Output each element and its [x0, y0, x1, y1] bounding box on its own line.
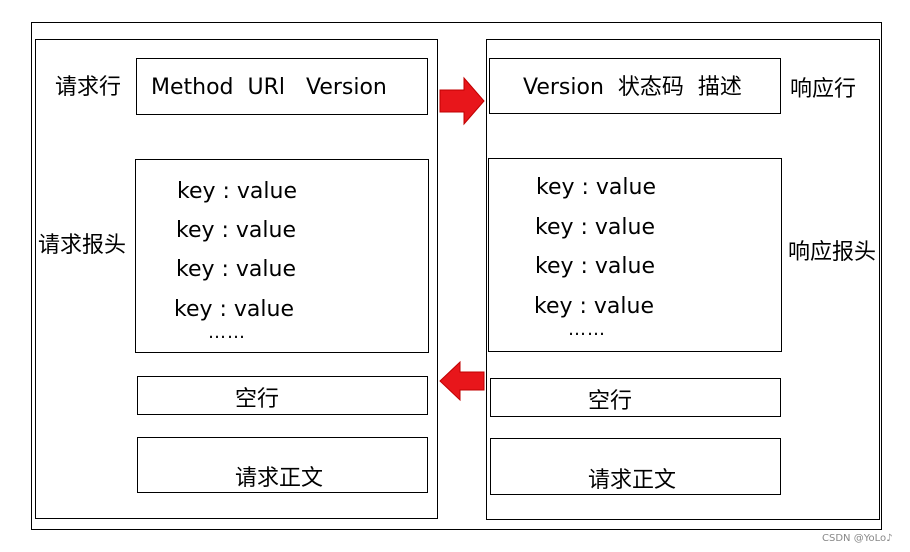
response-header-entry: key : value: [535, 215, 656, 240]
response-line-label: 响应行: [790, 77, 857, 102]
response-line-box: Version 状态码 描述: [489, 58, 781, 114]
response-body: 请求正文: [588, 468, 677, 493]
response-header-entry: key : value: [534, 294, 655, 319]
left-arrow-icon: [439, 360, 485, 402]
request-headers-box: key : value key : value key : value key …: [135, 159, 429, 353]
response-header-entry: key : value: [536, 175, 657, 200]
response-line-content: Version 状态码 描述: [523, 75, 742, 100]
request-panel: [35, 39, 438, 519]
watermark: CSDN @YoLo♪: [822, 533, 893, 544]
response-blank-line-box: 空行: [490, 378, 781, 417]
response-headers-box: key : value key : value key : value key …: [488, 158, 782, 352]
right-arrow-icon: [439, 76, 485, 126]
right-arrow-shape: [439, 76, 485, 126]
outer-frame: [31, 22, 882, 530]
request-blank-line-box: 空行: [137, 376, 428, 415]
left-arrow-shape: [439, 360, 485, 402]
request-body: 请求正文: [235, 466, 324, 491]
request-line-label: 请求行: [55, 75, 122, 100]
request-body-box: 请求正文: [137, 437, 428, 493]
response-blank-line: 空行: [588, 389, 633, 414]
request-blank-line: 空行: [235, 387, 280, 412]
request-line-box: Method URl Version: [136, 58, 428, 115]
request-header-entry: key : value: [174, 297, 295, 322]
response-header-entry: key : value: [535, 254, 656, 279]
response-headers-ellipsis: ……: [568, 319, 606, 340]
request-header-entry: key : value: [177, 179, 298, 204]
response-body-box: 请求正文: [490, 438, 781, 495]
response-headers-label: 响应报头: [788, 240, 877, 265]
request-headers-label: 请求报头: [38, 233, 127, 258]
request-line-content: Method URl Version: [151, 75, 387, 100]
request-headers-ellipsis: ……: [208, 322, 246, 343]
request-header-entry: key : value: [176, 257, 297, 282]
request-header-entry: key : value: [176, 218, 297, 243]
response-panel: [486, 39, 880, 520]
